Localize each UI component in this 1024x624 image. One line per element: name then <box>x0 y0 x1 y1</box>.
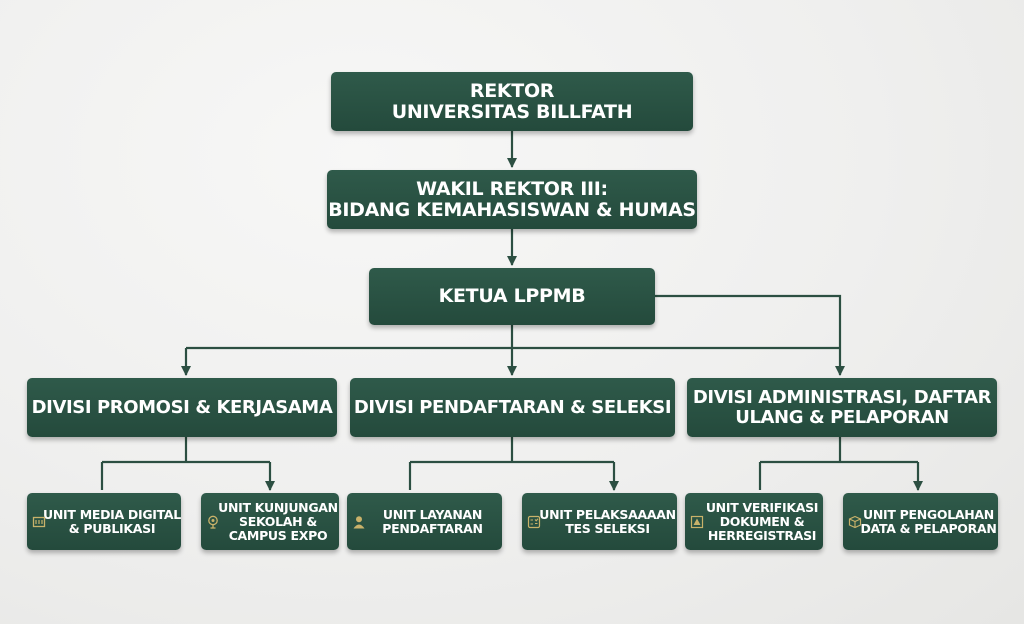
rektor-box: REKTOR UNIVERSITAS BILLFATH <box>331 72 693 131</box>
person-icon <box>352 515 366 529</box>
document-icon <box>690 515 704 529</box>
data-box-icon <box>848 515 862 529</box>
unit-box-kunjungan-sekolah: UNIT KUNJUNGAN SEKOLAH & CAMPUS EXPO <box>201 493 339 550</box>
unit-box-layanan-pendaftaran: UNIT LAYANAN PENDAFTARAN <box>347 493 502 550</box>
ketua-label: KETUA LPPMB <box>438 285 586 308</box>
unit-label: UNIT VERIFIKASI DOKUMEN & HERREGISTRASI <box>705 499 819 543</box>
connector-div3-units <box>758 437 918 490</box>
unit-label: UNIT KUNJUNGAN SEKOLAH & CAMPUS EXPO <box>218 499 338 543</box>
wakil-rektor-label: WAKIL REKTOR III: BIDANG KEMAHASISWAN & … <box>328 177 696 221</box>
division-label: DIVISI PENDAFTARAN & SELEKSI <box>353 396 672 418</box>
division-box-administrasi: DIVISI ADMINISTRASI, DAFTAR ULANG & PELA… <box>687 378 997 437</box>
ketua-box: KETUA LPPMB <box>369 268 655 325</box>
connector-div2-units <box>408 437 614 490</box>
unit-label: UNIT MEDIA DIGITAL & PUBLIKASI <box>43 506 181 536</box>
connector-ketua-bus <box>186 325 840 350</box>
unit-box-tes-seleksi: UNIT PELAKSAAAAN TES SELEKSI <box>522 493 677 550</box>
unit-label: UNIT PENGOLAHAN DATA & PELAPORAN <box>860 506 997 536</box>
unit-box-media-digital: UNIT MEDIA DIGITAL & PUBLIKASI <box>27 493 181 550</box>
unit-box-verifikasi-dokumen: UNIT VERIFIKASI DOKUMEN & HERREGISTRASI <box>685 493 823 550</box>
division-label: DIVISI PROMOSI & KERJASAMA <box>31 396 333 418</box>
rektor-label: REKTOR UNIVERSITAS BILLFATH <box>391 79 633 123</box>
connector-ketua-right <box>655 294 845 376</box>
media-icon <box>32 515 46 529</box>
division-box-pendaftaran: DIVISI PENDAFTARAN & SELEKSI <box>350 378 675 437</box>
division-label: DIVISI ADMINISTRASI, DAFTAR ULANG & PELA… <box>692 387 992 428</box>
test-icon <box>527 515 541 529</box>
unit-label: UNIT PELAKSAAAAN TES SELEKSI <box>539 506 676 536</box>
tree-icon <box>206 515 220 529</box>
unit-label: UNIT LAYANAN PENDAFTARAN <box>382 506 483 536</box>
wakil-rektor-box: WAKIL REKTOR III: BIDANG KEMAHASISWAN & … <box>327 170 697 229</box>
connector-div1-units <box>100 437 270 490</box>
unit-box-pengolahan-data: UNIT PENGOLAHAN DATA & PELAPORAN <box>843 493 998 550</box>
division-box-promosi: DIVISI PROMOSI & KERJASAMA <box>27 378 337 437</box>
